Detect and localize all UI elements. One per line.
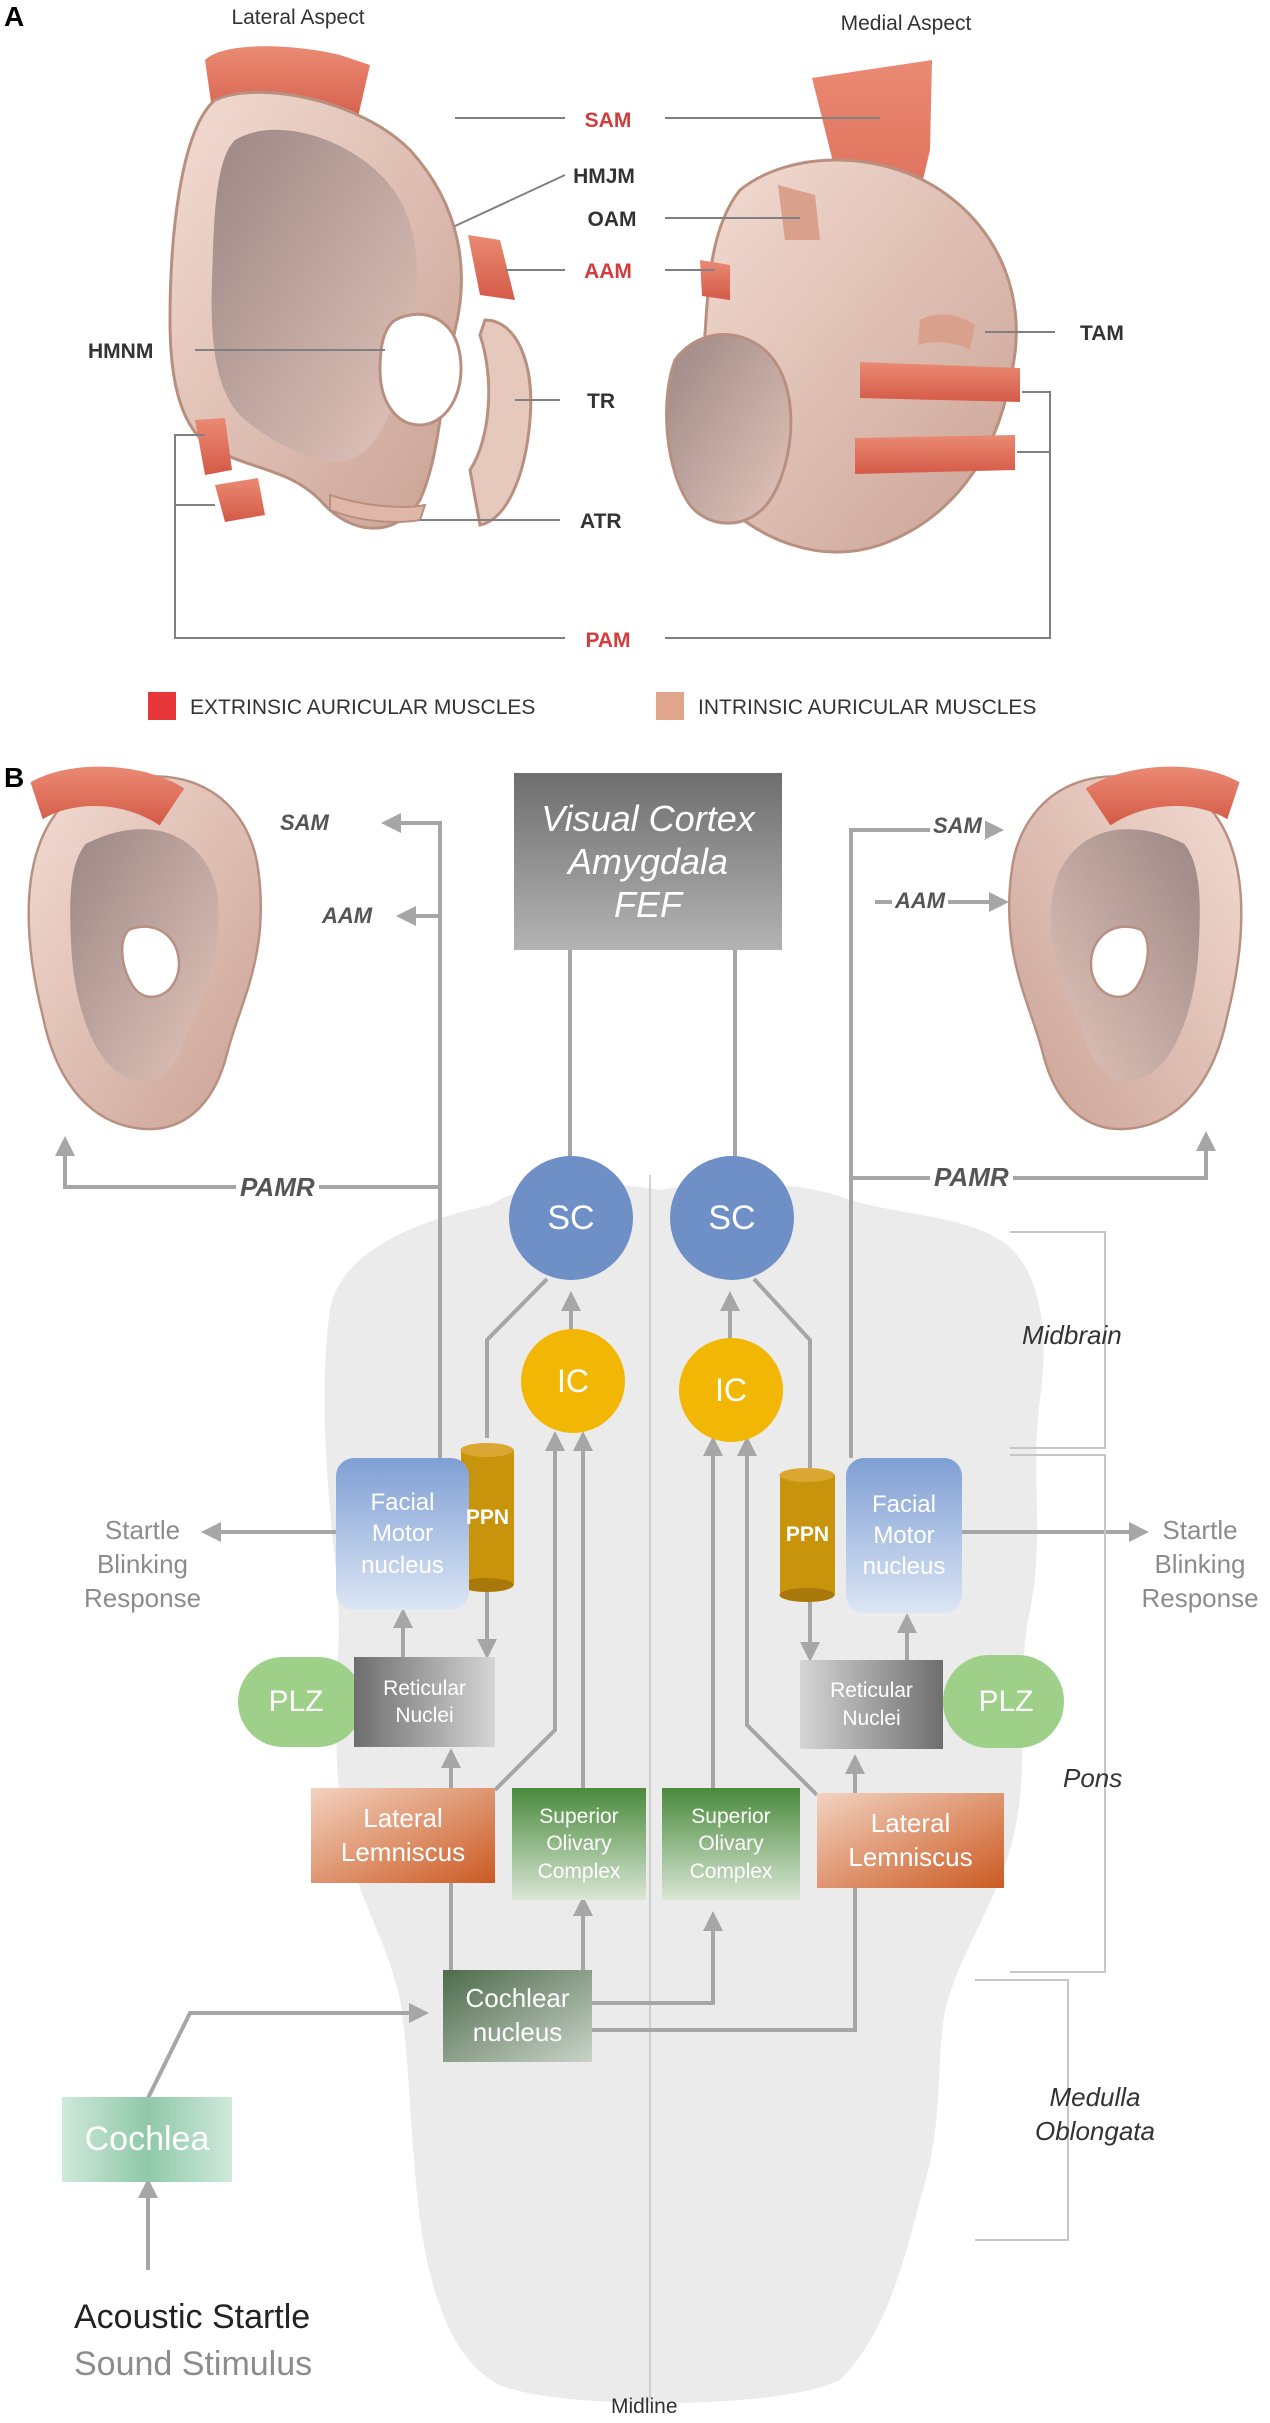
reticular-left-node bbox=[354, 1657, 495, 1747]
facial-motor-left-label: Facial Motor nucleus bbox=[361, 1489, 444, 1579]
reticular-left-label: Reticular Nuclei bbox=[383, 1676, 466, 1727]
right-aam-label: AAM bbox=[892, 888, 949, 914]
midline-label: Midline bbox=[611, 2395, 678, 2418]
label-sam: SAM bbox=[585, 109, 632, 132]
left-aam-label: AAM bbox=[322, 903, 373, 928]
region-midbrain-label: Midbrain bbox=[1022, 1320, 1122, 1350]
region-pons-label: Pons bbox=[1063, 1763, 1123, 1793]
label-hmnm: HMNM bbox=[88, 340, 153, 363]
label-hmjm: HMJM bbox=[573, 165, 635, 188]
ic-left-label: IC bbox=[557, 1362, 589, 1399]
panel-b-letter: B bbox=[4, 762, 24, 793]
panel-a-letter: A bbox=[4, 1, 24, 32]
facial-motor-right-node bbox=[846, 1458, 962, 1613]
label-aam: AAM bbox=[584, 260, 632, 283]
ppn-right-label: PPN bbox=[785, 1523, 830, 1546]
lateral-aspect-title: Lateral Aspect bbox=[231, 6, 364, 29]
superior-olivary-right-node bbox=[662, 1788, 800, 1900]
medial-aspect-title: Medial Aspect bbox=[841, 12, 972, 35]
plz-left-node bbox=[238, 1657, 363, 1747]
cochlear-nucleus-label: Cochlear nucleus bbox=[465, 1983, 570, 2047]
stimulus-line1-label: Acoustic Startle bbox=[74, 2298, 311, 2336]
startle-response-right-label: Startle Blinking Response bbox=[1141, 1515, 1259, 1613]
sc-left-label: SC bbox=[547, 1198, 595, 1237]
left-sam-label: SAM bbox=[280, 810, 329, 835]
cochlear-nucleus-node bbox=[443, 1970, 592, 2062]
ppn-right-node bbox=[779, 1468, 835, 1602]
superior-olivary-right-label: Superior Olivary Complex bbox=[689, 1805, 773, 1883]
pathway-nodes bbox=[62, 773, 1064, 2182]
stimulus-line2-label: Sound Stimulus bbox=[74, 2345, 313, 2383]
sc-right-label: SC bbox=[708, 1198, 756, 1237]
label-pam: PAM bbox=[585, 629, 630, 652]
superior-olivary-left-label: Superior Olivary Complex bbox=[537, 1805, 621, 1883]
region-medulla-label: Medulla Oblongata bbox=[1035, 2082, 1155, 2146]
ic-right-label: IC bbox=[715, 1371, 747, 1408]
label-oam: OAM bbox=[588, 208, 637, 231]
top-box-label: Visual Cortex Amygdala FEF bbox=[541, 797, 755, 926]
reticular-right-node bbox=[800, 1660, 943, 1749]
region-brackets bbox=[975, 1231, 1106, 2241]
plz-right-node bbox=[943, 1655, 1064, 1748]
legend-extrinsic-swatch bbox=[148, 692, 176, 720]
plz-left-label: PLZ bbox=[268, 1685, 324, 1718]
legend-intrinsic-label: INTRINSIC AURICULAR MUSCLES bbox=[698, 696, 1036, 719]
plz-right-label: PLZ bbox=[978, 1684, 1034, 1718]
cochlea-label: Cochlea bbox=[84, 2120, 210, 2158]
lateral-lemniscus-left-node bbox=[311, 1788, 495, 1883]
left-pamr-label: PAMR bbox=[236, 1172, 319, 1203]
sc-left-node bbox=[509, 1156, 633, 1280]
reticular-right-label: Reticular Nuclei bbox=[830, 1679, 913, 1730]
legend-intrinsic-swatch bbox=[656, 692, 684, 720]
right-ear-illustration bbox=[1007, 765, 1243, 1131]
legend-extrinsic-label: EXTRINSIC AURICULAR MUSCLES bbox=[190, 696, 535, 719]
right-pamr-label: PAMR bbox=[930, 1162, 1013, 1193]
label-tr: TR bbox=[587, 390, 615, 413]
top-box bbox=[514, 773, 782, 950]
lateral-ear-illustration bbox=[168, 46, 533, 530]
medial-ear-illustration bbox=[665, 60, 1020, 554]
facial-motor-left-node bbox=[336, 1458, 469, 1610]
startle-response-left-label: Startle Blinking Response bbox=[83, 1515, 202, 1613]
lateral-lemniscus-right-node bbox=[817, 1793, 1004, 1888]
left-ear-illustration bbox=[27, 765, 263, 1131]
ppn-left-node bbox=[460, 1443, 514, 1592]
label-tam: TAM bbox=[1080, 322, 1124, 345]
cochlea-node bbox=[62, 2097, 232, 2182]
facial-motor-right-label: Facial Motor nucleus bbox=[862, 1490, 946, 1581]
superior-olivary-left-node bbox=[512, 1788, 646, 1900]
panel-a-leader-lines bbox=[174, 117, 1055, 639]
lateral-lemniscus-right-label: Lateral Lemniscus bbox=[848, 1807, 973, 1872]
ic-right-node bbox=[679, 1338, 783, 1442]
right-sam-label: SAM bbox=[930, 813, 985, 839]
lateral-lemniscus-left-label: Lateral Lemniscus bbox=[340, 1802, 466, 1867]
sc-right-node bbox=[670, 1156, 794, 1280]
label-atr: ATR bbox=[580, 510, 622, 533]
ic-left-node bbox=[521, 1329, 625, 1433]
ppn-left-label: PPN bbox=[465, 1505, 510, 1529]
